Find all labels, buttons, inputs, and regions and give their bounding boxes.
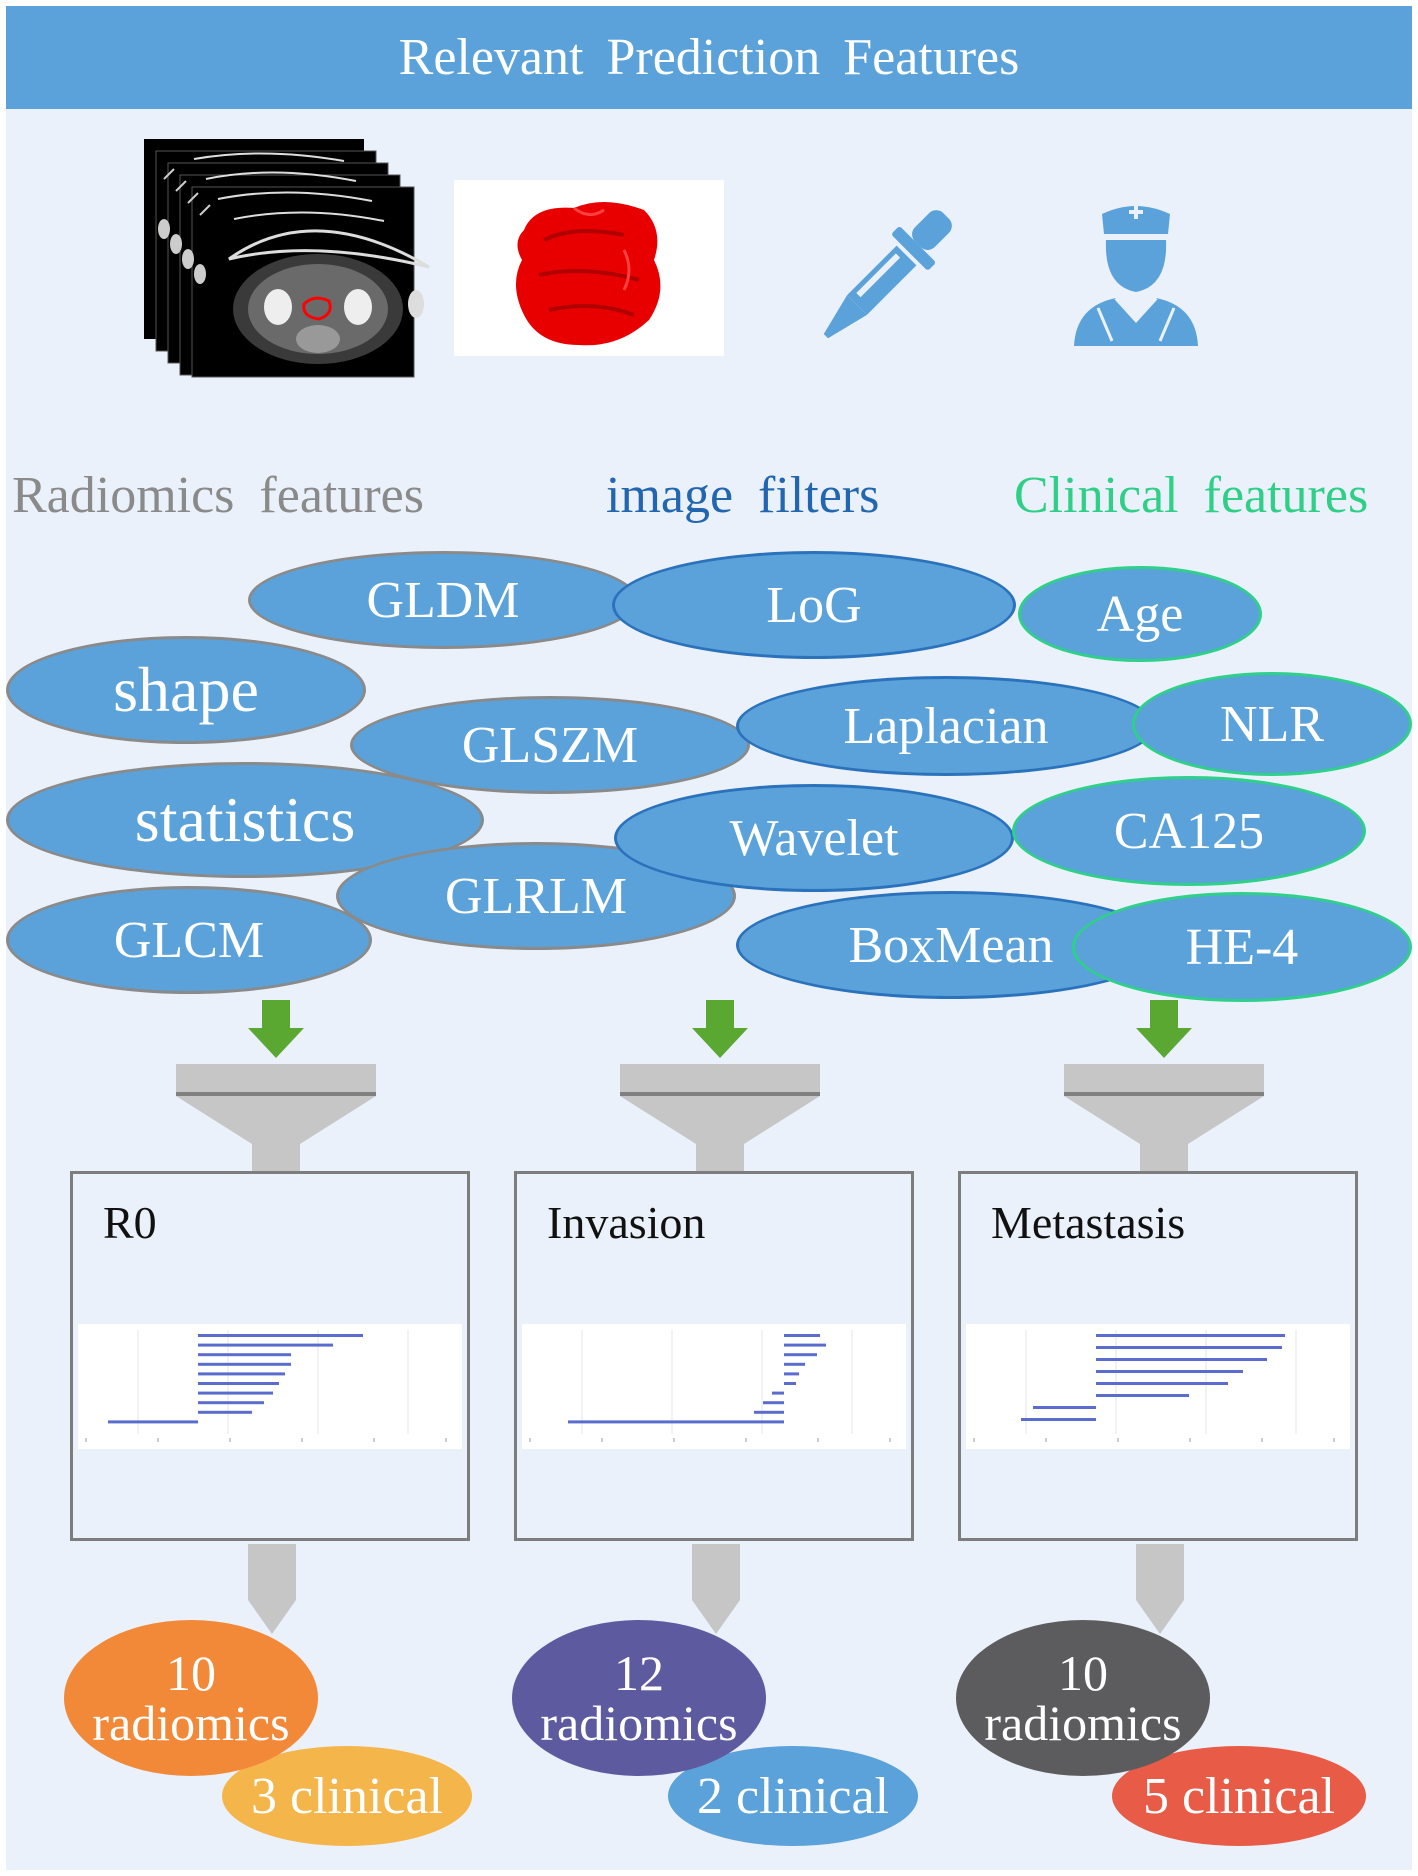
bar-mark <box>784 1353 817 1357</box>
funnel-arrow-r0 <box>176 1000 376 1174</box>
clinical-label: HE-4 <box>1185 918 1299 976</box>
clinical-label: Age <box>1096 585 1184 643</box>
tumor-3d-render-image <box>515 201 661 346</box>
filter-label: LoG <box>766 576 862 634</box>
bar-mark <box>1096 1370 1243 1373</box>
panel-title-invasion: Invasion <box>547 1197 706 1248</box>
filter-label: BoxMean <box>848 916 1054 974</box>
feature-importance-chart-r0 <box>78 1324 462 1449</box>
bar-mark <box>784 1382 796 1385</box>
filter-ellipse-laplacian: Laplacian <box>736 676 1156 776</box>
panel-metastasis: Metastasis <box>958 1171 1358 1541</box>
feature-ellipse-glszm: GLSZM <box>350 696 750 794</box>
feature-ellipse-shape: shape <box>6 636 366 744</box>
bar-mark <box>1096 1382 1228 1385</box>
feature-label: GLCM <box>113 911 265 969</box>
bar-mark <box>1021 1418 1096 1421</box>
funnel-arrow-metastasis <box>1064 1000 1264 1174</box>
bar-mark <box>108 1420 198 1424</box>
panel-title-metastasis: Metastasis <box>991 1197 1186 1248</box>
feature-ellipse-gldm: GLDM <box>248 551 638 649</box>
panel-r0: R0 <box>70 1171 470 1541</box>
page-title: Relevant Prediction Features <box>398 29 1020 86</box>
filter-label: Wavelet <box>729 809 899 867</box>
tumor-3d-render-panel <box>454 180 724 356</box>
feature-importance-chart-invasion <box>522 1324 906 1449</box>
result-clinical-label: 2 clinical <box>696 1767 890 1825</box>
clinical-label: CA125 <box>1113 802 1265 860</box>
clinical-features-label: Clinical features <box>1014 467 1369 524</box>
result-label: radiomics <box>984 1695 1182 1751</box>
diagram-canvas: Relevant Prediction Features <box>6 6 1412 1870</box>
result-clinical-metastasis: 5 clinical <box>1112 1746 1366 1846</box>
result-arrow-r0 <box>248 1544 296 1634</box>
panel-title-r0: R0 <box>103 1197 157 1248</box>
clinical-label: NLR <box>1220 695 1324 753</box>
result-clinical-r0: 3 clinical <box>222 1746 472 1846</box>
clinical-ellipse-ca125: CA125 <box>1012 776 1366 886</box>
result-label: radiomics <box>540 1695 738 1751</box>
bar-mark <box>1033 1406 1096 1409</box>
feature-label: shape <box>113 654 259 725</box>
result-radiomics-r0: 10 radiomics <box>64 1620 318 1776</box>
feature-label: GLDM <box>366 571 520 629</box>
result-radiomics-invasion: 12 radiomics <box>512 1620 766 1776</box>
feature-importance-chart-metastasis <box>966 1324 1350 1449</box>
bar-mark <box>198 1410 252 1414</box>
result-count: 12 <box>614 1645 664 1701</box>
funnel-arrow-invasion <box>620 1000 820 1174</box>
dropper-icon <box>823 210 952 339</box>
filter-ellipse-wavelet: Wavelet <box>614 784 1014 892</box>
bar-mark <box>772 1391 784 1395</box>
doctor-icon <box>1074 205 1198 346</box>
bar-mark <box>198 1362 291 1366</box>
result-radiomics-metastasis: 10 radiomics <box>956 1620 1210 1776</box>
result-arrow-metastasis <box>1136 1544 1184 1634</box>
panel-invasion: Invasion <box>514 1171 914 1541</box>
clinical-ellipse-age: Age <box>1018 566 1262 662</box>
result-clinical-invasion: 2 clinical <box>668 1746 918 1846</box>
header-banner: Relevant Prediction Features <box>6 6 1412 109</box>
bar-mark <box>198 1382 279 1385</box>
radiomics-features-label: Radiomics features <box>12 467 424 524</box>
result-label: radiomics <box>92 1695 290 1751</box>
bar-mark <box>1096 1334 1285 1337</box>
feature-label: GLSZM <box>461 716 639 774</box>
bar-mark <box>198 1334 363 1337</box>
filter-ellipse-log: LoG <box>612 551 1016 659</box>
bar-mark <box>784 1372 799 1376</box>
bar-mark <box>754 1410 784 1414</box>
bar-mark <box>198 1391 273 1395</box>
image-filters-label: image filters <box>606 467 880 524</box>
clinical-ellipse-he4: HE-4 <box>1072 892 1412 1002</box>
bar-mark <box>198 1343 333 1347</box>
feature-label: GLRLM <box>445 867 627 925</box>
result-clinical-label: 5 clinical <box>1142 1767 1336 1825</box>
bar-mark <box>784 1334 820 1337</box>
result-clinical-label: 3 clinical <box>250 1767 444 1825</box>
bar-mark <box>198 1401 264 1405</box>
bar-mark <box>784 1343 826 1347</box>
bar-mark <box>1096 1358 1267 1361</box>
bar-mark <box>568 1420 784 1424</box>
bar-mark <box>763 1401 784 1405</box>
filter-label: Laplacian <box>843 697 1049 755</box>
result-count: 10 <box>1058 1645 1108 1701</box>
bar-mark <box>198 1353 291 1357</box>
bar-mark <box>1096 1394 1189 1397</box>
bar-mark <box>1096 1346 1282 1349</box>
feature-label: statistics <box>134 784 356 855</box>
result-arrow-invasion <box>692 1544 740 1634</box>
bar-mark <box>784 1362 805 1366</box>
ct-scan-stack-image <box>144 139 430 378</box>
result-count: 10 <box>166 1645 216 1701</box>
bar-mark <box>198 1372 285 1376</box>
feature-ellipse-glcm: GLCM <box>6 886 372 994</box>
clinical-ellipse-nlr: NLR <box>1132 672 1412 776</box>
